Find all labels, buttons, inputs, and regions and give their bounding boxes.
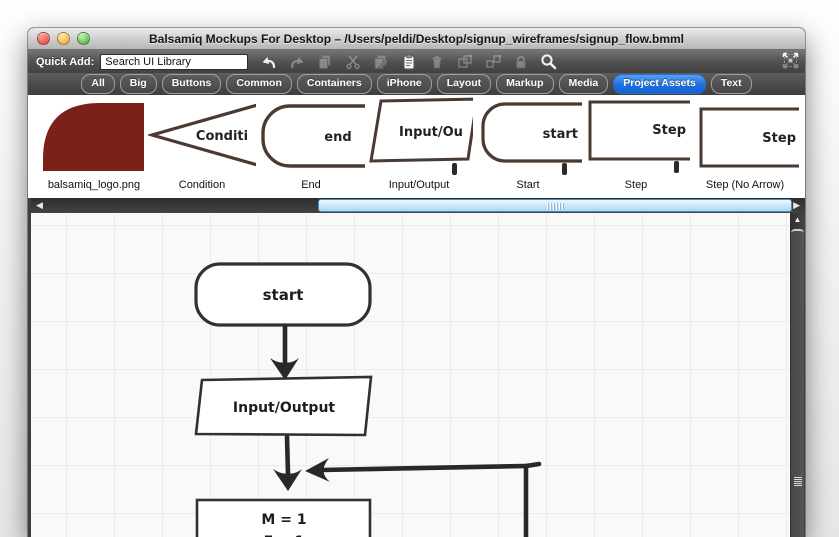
canvas-node-start[interactable]: start (194, 262, 372, 327)
ungroup-icon[interactable] (484, 53, 501, 70)
scroll-left-arrow-icon[interactable]: ◀ (36, 200, 43, 210)
flow-arrow-down-1[interactable] (270, 323, 299, 380)
app-window: Balsamiq Mockups For Desktop – /Users/pe… (28, 28, 805, 537)
svg-text:Input/Output: Input/Output (233, 400, 336, 416)
zoom-window-button[interactable] (77, 32, 90, 45)
tab-containers[interactable]: Containers (296, 74, 372, 94)
tab-media[interactable]: Media (558, 74, 609, 94)
scroll-up-arrow-icon[interactable]: ▲ (793, 215, 802, 224)
svg-text:end: end (324, 130, 351, 145)
lock-icon[interactable] (512, 53, 529, 70)
tab-buttons[interactable]: Buttons (161, 74, 222, 94)
flow-arrow-loop-back[interactable] (305, 458, 542, 537)
balsamiq-logo-thumbnail (43, 103, 144, 171)
quick-add-label: Quick Add: (36, 55, 95, 68)
svg-text:Step: Step (762, 131, 796, 146)
svg-text:Input/Ou: Input/Ou (399, 125, 463, 140)
flowchart: start Input/Output (194, 262, 542, 537)
svg-text:Step: Step (652, 123, 686, 138)
minimize-button[interactable] (57, 32, 70, 45)
svg-text:start: start (543, 127, 578, 142)
zoom-icon[interactable] (540, 53, 557, 70)
canvas-vertical-scrollbar[interactable]: ▲ (790, 213, 805, 537)
tab-layout[interactable]: Layout (436, 74, 492, 94)
category-tabs: All Big Buttons Common Containers iPhone… (28, 73, 805, 95)
start-thumbnail: start (481, 102, 582, 175)
svg-text:start: start (263, 286, 304, 304)
library-item-end[interactable]: end End (257, 97, 365, 196)
scroll-right-arrow-icon[interactable]: ▶ (793, 200, 800, 210)
input-output-thumbnail: Input/Ou (369, 97, 473, 175)
title-bar[interactable]: Balsamiq Mockups For Desktop – /Users/pe… (28, 28, 805, 50)
tab-project-assets[interactable]: Project Assets (613, 74, 706, 94)
library-item-step[interactable]: Step Step (582, 97, 690, 196)
close-button[interactable] (37, 32, 50, 45)
undo-icon[interactable] (260, 53, 277, 70)
horizontal-scroll-thumb[interactable] (318, 199, 792, 212)
window-title: Balsamiq Mockups For Desktop – /Users/pe… (148, 31, 684, 46)
copy-icon[interactable] (316, 53, 333, 70)
tab-iphone[interactable]: iPhone (376, 74, 432, 94)
library-item-balsamiq-logo[interactable]: balsamiq_logo.png (40, 97, 148, 196)
tab-big[interactable]: Big (119, 74, 157, 94)
canvas-node-input-output[interactable]: Input/Output (194, 375, 373, 437)
library-horizontal-scrollbar[interactable]: ◀ ▶ (31, 198, 805, 213)
paste-icon[interactable] (400, 53, 417, 70)
search-input[interactable] (100, 53, 249, 70)
step-thumbnail: Step (588, 100, 690, 173)
scroll-grip (793, 477, 802, 486)
canvas-node-m-step[interactable]: M = 1 F = 1 (195, 498, 372, 537)
svg-text:F = 1: F = 1 (264, 534, 305, 537)
ui-library-strip: balsamiq_logo.png Conditi Condition end … (28, 95, 805, 198)
library-item-start[interactable]: start Start (474, 97, 582, 196)
library-item-input-output[interactable]: Input/Ou Input/Output (365, 97, 473, 196)
condition-thumbnail: Conditi (148, 103, 256, 167)
cut-icon[interactable] (344, 53, 361, 70)
redo-icon[interactable] (288, 53, 305, 70)
tab-common[interactable]: Common (226, 74, 292, 94)
fullscreen-icon[interactable] (779, 49, 802, 72)
delete-icon[interactable] (428, 53, 445, 70)
group-icon[interactable] (456, 53, 473, 70)
svg-text:M = 1: M = 1 (261, 512, 306, 528)
flow-arrow-down-2[interactable] (273, 434, 302, 491)
quick-add-toolbar: Quick Add: (28, 50, 805, 73)
mockup-canvas[interactable]: start Input/Output (31, 213, 790, 537)
tab-text[interactable]: Text (710, 74, 752, 94)
vertical-scroll-thumb[interactable] (791, 229, 804, 537)
end-thumbnail: end (261, 104, 365, 168)
tab-all[interactable]: All (81, 74, 115, 94)
step-no-arrow-thumbnail: Step (699, 107, 799, 168)
duplicate-icon[interactable] (372, 53, 389, 70)
svg-text:Conditi: Conditi (196, 129, 248, 144)
library-item-condition[interactable]: Conditi Condition (148, 97, 256, 196)
library-item-step-no-arrow[interactable]: Step Step (No Arrow) (691, 97, 799, 196)
tab-markup[interactable]: Markup (496, 74, 554, 94)
scroll-grip (547, 203, 563, 210)
